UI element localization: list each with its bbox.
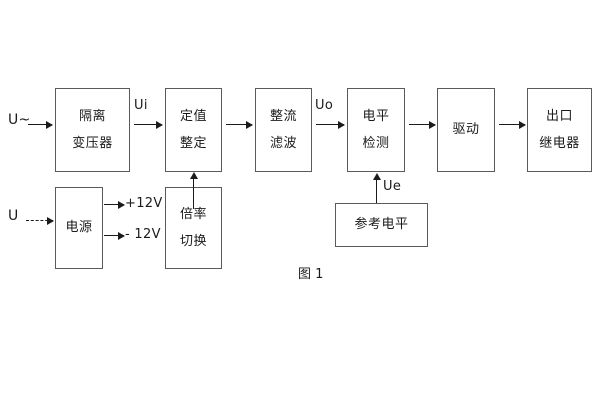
block-level-detection-line2: 检测 (362, 135, 390, 151)
block-isolation-transformer-line1: 隔离 (78, 108, 106, 124)
arrow-level-detection-to-drive (409, 120, 436, 129)
block-power-supply[interactable]: 电源 (55, 187, 103, 269)
block-reference-level-line1: 参考电平 (354, 217, 409, 233)
figure-caption: 图 1 (298, 267, 324, 282)
negative-rail-label: - 12V (125, 227, 161, 242)
arrow-ac-input-to-isolation-transformer (28, 120, 53, 129)
arrow-power-supply-negative-rail (104, 231, 125, 240)
block-level-detection-line1: 电平 (362, 108, 390, 124)
block-isolation-transformer-line2: 变压器 (72, 135, 113, 151)
arrow-power-supply-positive-rail (104, 200, 125, 209)
arrow-isolation-transformer-to-setting-value (134, 120, 163, 129)
block-drive-line1: 驱动 (452, 122, 480, 138)
arrow-reference-level-to-level-detection (372, 173, 381, 209)
block-output-relay-line2: 继电器 (539, 135, 580, 151)
positive-rail-label: +12V (125, 196, 163, 211)
arrow-dc-input-to-power-supply (26, 217, 54, 225)
block-drive[interactable]: 驱动 (437, 88, 495, 172)
ue-signal-label: Ue (383, 179, 402, 194)
block-reference-level[interactable]: 参考电平 (335, 203, 428, 247)
arrow-drive-to-output-relay (499, 120, 526, 129)
block-setting-value-line2: 整定 (179, 135, 207, 151)
block-rectify-filter-line2: 滤波 (269, 135, 297, 151)
block-isolation-transformer[interactable]: 隔离 变压器 (55, 88, 130, 172)
block-rectify-filter[interactable]: 整流 滤波 (255, 88, 312, 172)
dc-input-label: U (8, 208, 19, 224)
ac-input-label: U~ (8, 112, 31, 128)
arrow-multiplier-switch-to-setting-value (189, 172, 198, 209)
block-multiplier-switch-line1: 倍率 (179, 206, 207, 222)
block-power-supply-line1: 电源 (65, 220, 93, 236)
uo-signal-label: Uo (315, 98, 334, 113)
ui-signal-label: Ui (134, 98, 148, 113)
block-setting-value-line1: 定值 (179, 108, 207, 124)
block-output-relay[interactable]: 出口 继电器 (527, 88, 592, 172)
block-rectify-filter-line1: 整流 (269, 108, 297, 124)
arrow-rectify-filter-to-level-detection (316, 120, 345, 129)
block-setting-value[interactable]: 定值 整定 (165, 88, 222, 172)
block-multiplier-switch-line2: 切换 (179, 233, 207, 249)
arrow-setting-value-to-rectify-filter (226, 120, 253, 129)
block-output-relay-line1: 出口 (545, 108, 573, 124)
block-level-detection[interactable]: 电平 检测 (347, 88, 405, 172)
